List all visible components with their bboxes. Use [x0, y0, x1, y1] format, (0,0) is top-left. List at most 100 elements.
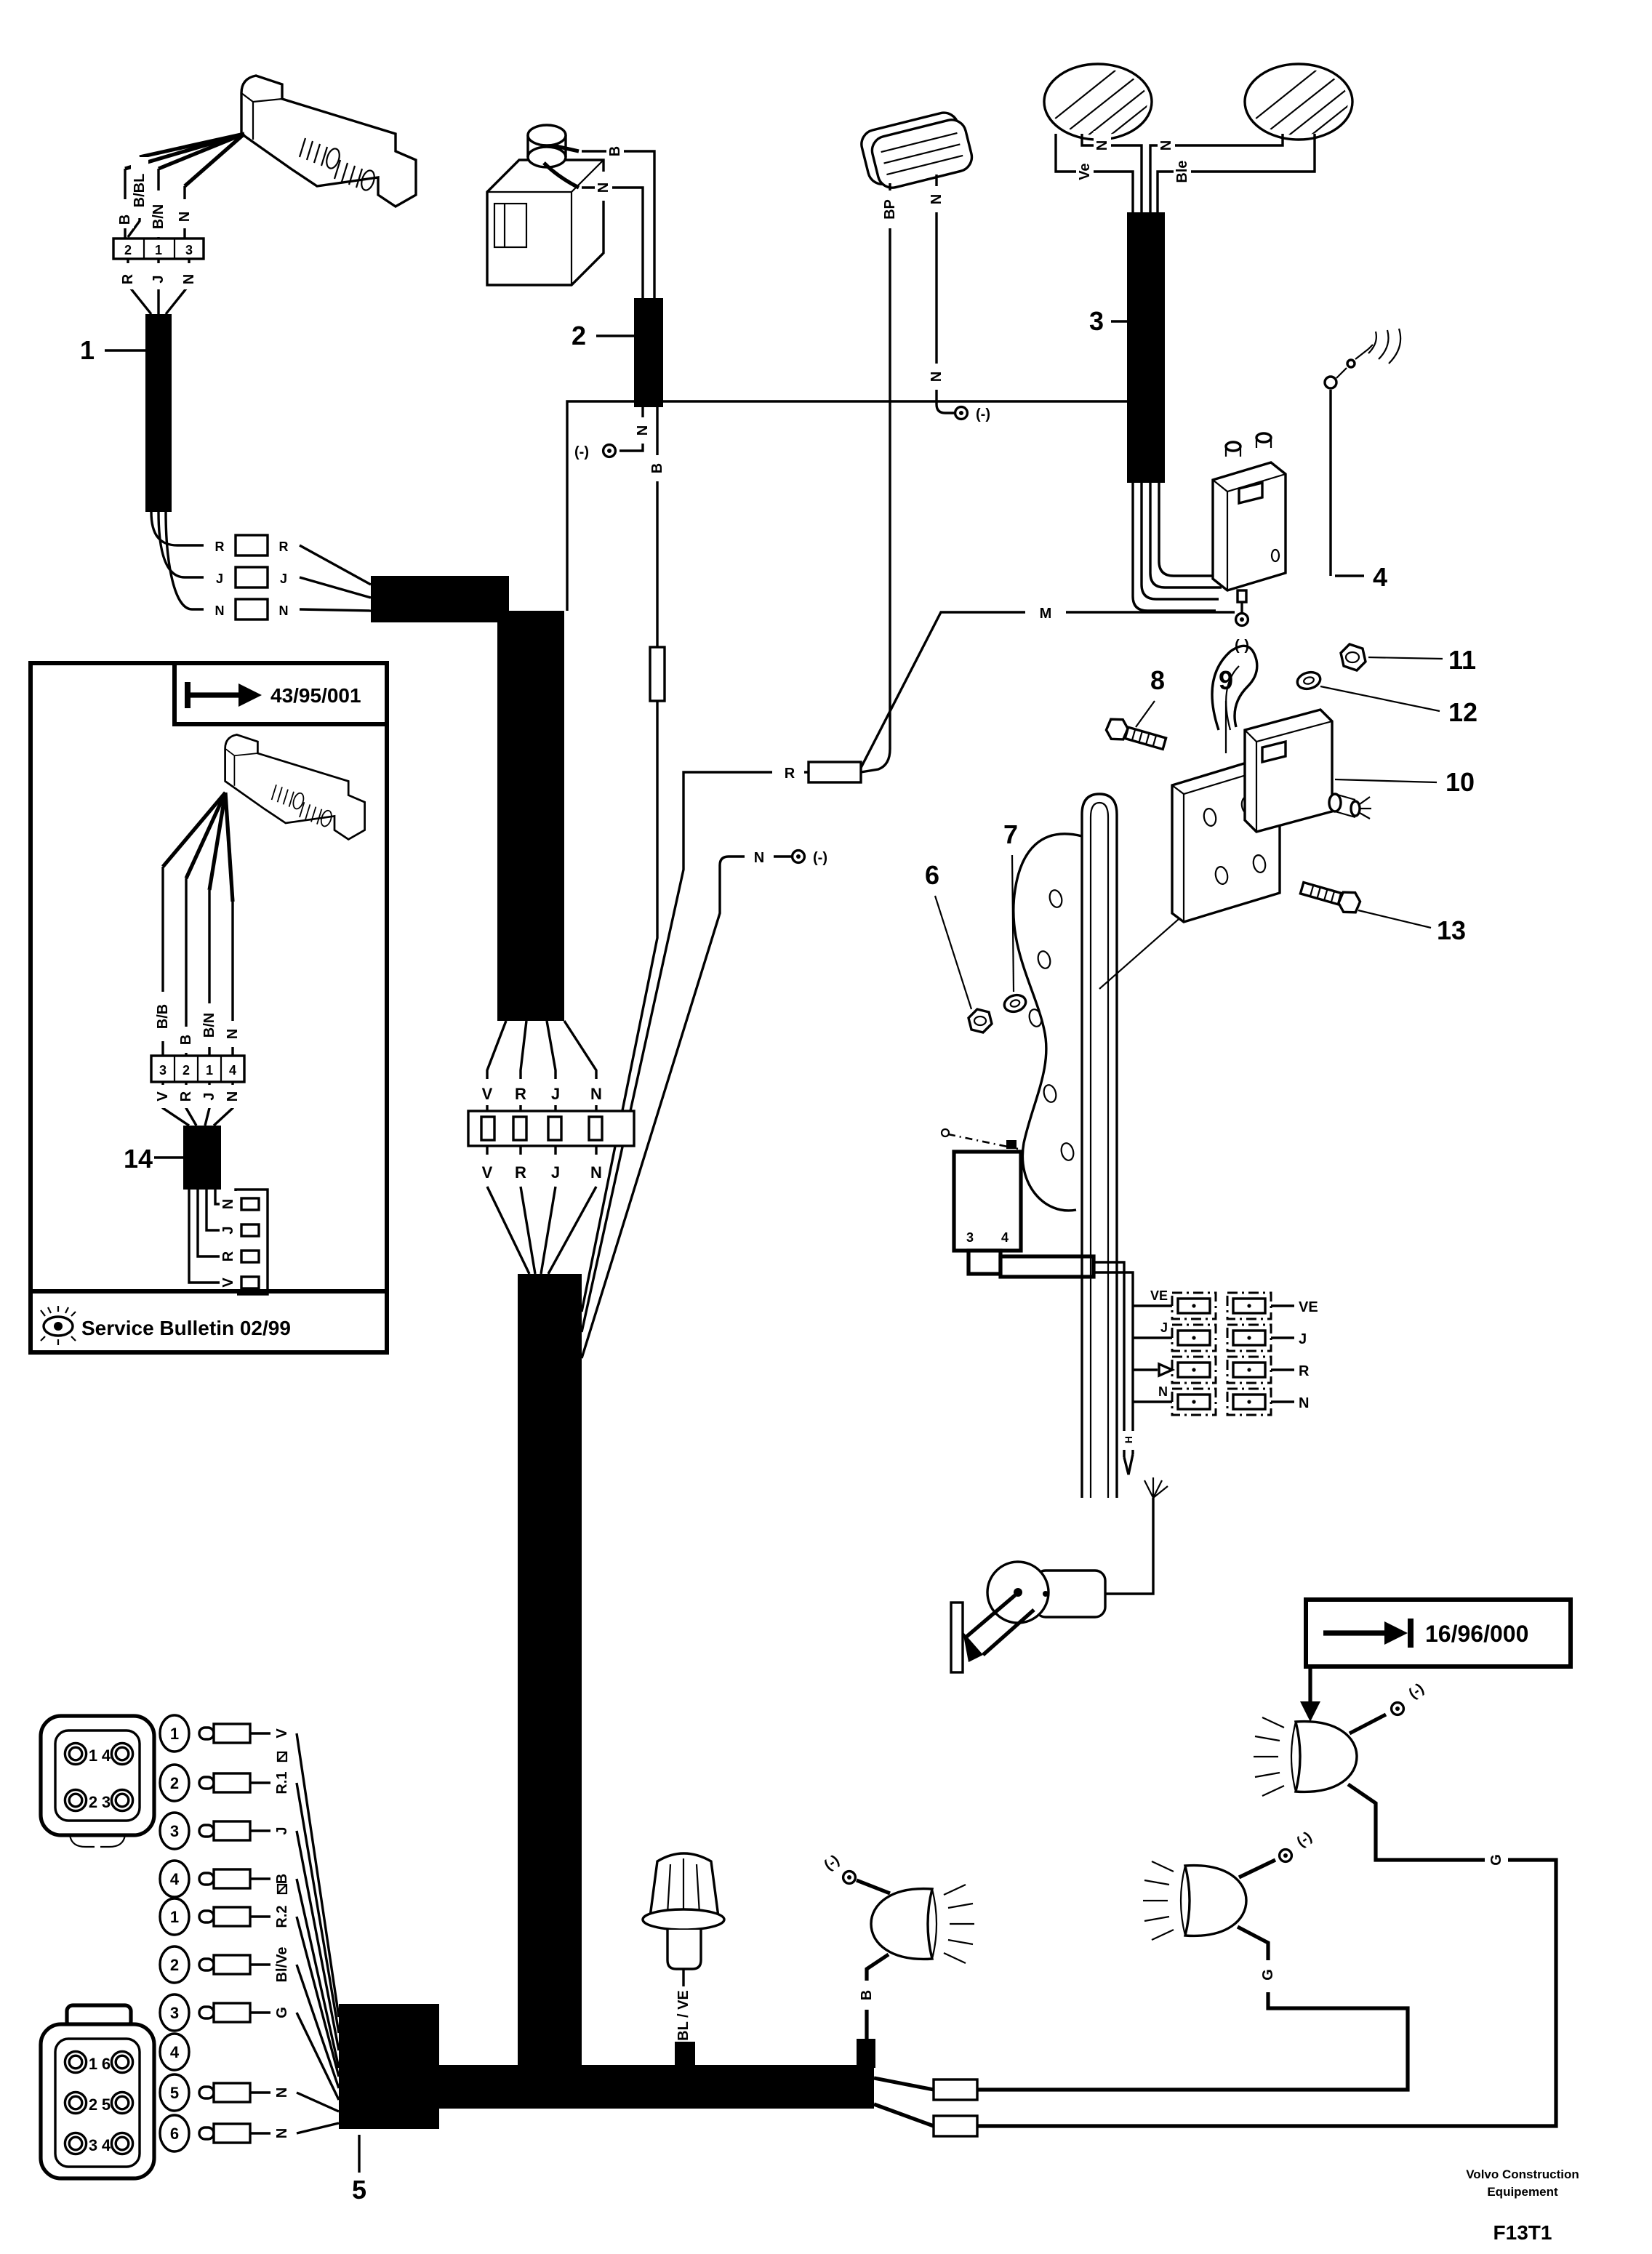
wire-label: R [120, 273, 136, 284]
wire-label: V [482, 1163, 493, 1182]
callout-7-leader [1011, 854, 1015, 992]
horn-right-icon [1243, 63, 1354, 141]
pin-number: 1 [155, 243, 162, 257]
callout-1: 1 [80, 335, 95, 365]
wire-label: B [859, 1990, 875, 2000]
terminal-list-1: 1 V 2 R.1 3 J 4 B [159, 1714, 340, 2069]
wire-label: B/BL [132, 174, 148, 208]
solenoid2-group: B N 2 N B (-) [486, 124, 666, 1312]
pin-label: N [220, 1199, 236, 1209]
wire-label: J [551, 1163, 560, 1182]
inline-splice [932, 2114, 979, 2138]
wire-label: J [151, 275, 167, 283]
bracket67-group: 6 7 [925, 793, 1246, 1498]
beacon-icon [641, 1852, 726, 1970]
bulletin-wires [161, 867, 234, 1127]
list-number: 6 [170, 2125, 179, 2143]
pin-label: J [220, 1226, 236, 1234]
footer: Volvo Construction Equipement F13T1 [1466, 2167, 1579, 2244]
wire-label: B/N [201, 1013, 217, 1038]
wire-label: B [178, 1035, 194, 1045]
ground-wire [1348, 1712, 1387, 1736]
connector1-group: B B/BL B/N N 2 1 3 R J N 1 R J N R J N [80, 74, 417, 621]
wire-strands-icon [1144, 1477, 1168, 1499]
wire-label: J [201, 1092, 217, 1100]
pin-number: 3 [185, 243, 193, 257]
harness-sleeve-1 [145, 314, 172, 512]
grid-label: J [1299, 1331, 1307, 1347]
nut-11-icon [1339, 643, 1367, 672]
terminal-strip [112, 237, 205, 260]
mount-parts-group: 8 9 10 11 12 13 [1104, 643, 1477, 945]
wire-label: N [1158, 140, 1174, 151]
wire-label: R.1 [274, 1771, 290, 1794]
grid-label: VE [1150, 1288, 1168, 1303]
wire-label: R [785, 766, 795, 782]
wire-label: R [515, 1085, 526, 1103]
bracket-icon [240, 74, 417, 208]
ground-label: (-) [1406, 1680, 1427, 1701]
callout-11: 11 [1448, 645, 1476, 675]
drawing-code: F13T1 [1493, 2221, 1552, 2244]
timer-box [952, 1150, 1023, 1253]
horn-icon [950, 1560, 1107, 1674]
plug-pin: 4 [102, 2136, 111, 2154]
list-number: 5 [170, 2084, 179, 2102]
junction-5-block [339, 2004, 439, 2129]
callout-11-leader [1368, 656, 1443, 660]
ground-label: (-) [976, 406, 990, 422]
grid-label: N [1299, 1395, 1309, 1411]
footer-line2: Equipement [1487, 2185, 1558, 2199]
wire-label: Ve [1077, 163, 1093, 180]
sleeve3-loop-wires [1131, 483, 1224, 612]
antenna-icon [1323, 328, 1402, 576]
lamp-icon [870, 1884, 974, 1964]
unit4-icon [1211, 432, 1287, 592]
wire-label: V [155, 1091, 171, 1102]
wire-label: BL / VE [675, 1990, 691, 2041]
lever-hook-icon [1211, 644, 1259, 731]
arrow-head-icon [1300, 1701, 1320, 1722]
plug-pin: 1 [89, 1746, 97, 1765]
unit4-group: (-) M 4 [859, 328, 1402, 769]
callout-9: 9 [1219, 665, 1233, 695]
seal-symbol-icon [276, 1883, 288, 1895]
bulletin-ref: 43/95/001 [270, 684, 361, 707]
washer-7-icon [1003, 993, 1027, 1014]
ground-label: (-) [1294, 1829, 1315, 1850]
callout-3: 3 [1089, 306, 1104, 336]
plug-pin: 2 [89, 2095, 97, 2114]
grid-label: N [1158, 1384, 1168, 1399]
arrow-to-icon [1323, 1619, 1414, 1648]
horn-wire [1105, 1498, 1155, 1595]
wire-label: R [178, 1091, 194, 1102]
wire-label: R [515, 1163, 526, 1182]
n-ground-wire [580, 855, 791, 1359]
solenoid-icon [486, 124, 605, 286]
inline-splice [649, 646, 666, 702]
terminal-tip-icon [1158, 1362, 1176, 1378]
callout-8: 8 [1150, 665, 1165, 695]
wire-label: N [929, 194, 945, 204]
wire-label: N [929, 372, 945, 382]
inline-connector-group: V R J N V R J N [467, 1020, 635, 1275]
lamp-mid-icon [1143, 1861, 1248, 1941]
pedal-wires [860, 175, 954, 774]
bulletin-title: Service Bulletin 02/99 [81, 1317, 291, 1339]
list-number: 2 [170, 1774, 179, 1792]
wire-label: G [274, 2007, 290, 2018]
lamp-kit-ref: 16/96/000 [1425, 1621, 1528, 1647]
callout-6: 6 [925, 860, 939, 890]
pin-number: 4 [1001, 1230, 1009, 1245]
list-number: 3 [170, 1822, 179, 1840]
bracket-icon [224, 734, 366, 841]
splice-label: J [280, 571, 287, 586]
eye-icon [40, 1306, 76, 1345]
grid-label: R [1299, 1363, 1310, 1379]
plate-holes [1028, 889, 1075, 1161]
pedal-icon [860, 111, 974, 189]
list-number: 1 [170, 1908, 179, 1926]
splice-label: N [279, 603, 289, 618]
pin-number: 2 [124, 243, 132, 257]
nut-6-icon [967, 1008, 993, 1034]
